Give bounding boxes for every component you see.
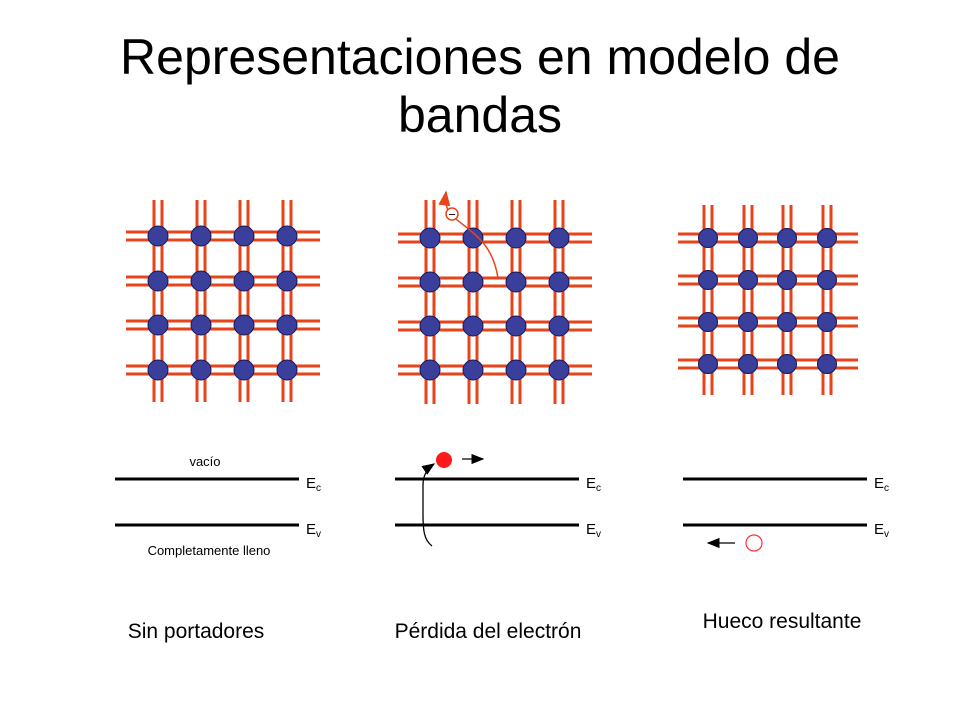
atom <box>548 315 570 337</box>
atom <box>738 270 758 290</box>
freed-electron-group: − <box>438 190 499 279</box>
atom <box>462 359 484 381</box>
ec-label: Ec <box>874 475 889 494</box>
atom <box>190 359 212 381</box>
atom <box>147 314 169 336</box>
slide-title-line-2: bandas <box>397 87 563 143</box>
atom <box>276 359 298 381</box>
atom <box>419 315 441 337</box>
excitation-arrow <box>421 463 436 547</box>
atom <box>777 312 797 332</box>
freed-electron <box>445 207 459 221</box>
atom <box>462 271 484 293</box>
atom <box>462 227 484 249</box>
hole <box>745 534 763 552</box>
band-diagram-hueco-resultante: Ec Ev <box>683 475 889 552</box>
lattice-sin-portadores <box>126 200 320 402</box>
atom <box>190 314 212 336</box>
caption-perdida-electron: Pérdida del electrón <box>395 620 582 643</box>
atom <box>698 270 718 290</box>
atom <box>233 359 255 381</box>
atom <box>276 314 298 336</box>
atom <box>147 270 169 292</box>
atom <box>548 227 570 249</box>
atom <box>738 228 758 248</box>
lattice-perdida-electron <box>398 200 592 404</box>
atom <box>419 359 441 381</box>
atom <box>276 270 298 292</box>
bottom-band-note: Completamente lleno <box>148 543 271 558</box>
atom <box>817 354 837 374</box>
caption-hueco-resultante: Hueco resultante <box>703 610 862 633</box>
atom <box>505 315 527 337</box>
ev-label: Ev <box>874 521 889 540</box>
atom <box>276 225 298 247</box>
atom <box>698 312 718 332</box>
caption-sin-portadores: Sin portadores <box>128 620 265 643</box>
ec-label: Ec <box>306 475 321 494</box>
atom <box>817 228 837 248</box>
atom <box>147 225 169 247</box>
conduction-electron <box>436 452 452 468</box>
atom <box>738 354 758 374</box>
atom <box>738 312 758 332</box>
atom <box>505 271 527 293</box>
atom <box>548 271 570 293</box>
atom <box>777 270 797 290</box>
atom <box>817 312 837 332</box>
atom <box>698 228 718 248</box>
atom <box>190 225 212 247</box>
atom <box>190 270 212 292</box>
slide-title-line-1: Representaciones en modelo de <box>120 29 840 85</box>
atom <box>777 228 797 248</box>
atom <box>233 225 255 247</box>
lattice-hueco-resultante <box>678 205 858 395</box>
atom <box>817 270 837 290</box>
electron-sign: − <box>448 207 456 222</box>
atom <box>419 227 441 249</box>
atom <box>233 270 255 292</box>
band-diagram-perdida-electron: Ec Ev <box>395 452 601 547</box>
atom <box>505 227 527 249</box>
ev-label: Ev <box>586 521 601 540</box>
atom <box>505 359 527 381</box>
band-diagram-sin-portadores: vacío Ec Ev Completamente lleno <box>115 454 321 558</box>
atom <box>777 354 797 374</box>
atom <box>233 314 255 336</box>
ev-label: Ev <box>306 521 321 540</box>
ec-label: Ec <box>586 475 601 494</box>
top-band-note: vacío <box>189 454 220 469</box>
atom <box>548 359 570 381</box>
atom <box>147 359 169 381</box>
atom <box>462 315 484 337</box>
slide-title: Representaciones en modelo de bandas <box>0 28 960 144</box>
atom <box>698 354 718 374</box>
atom <box>419 271 441 293</box>
